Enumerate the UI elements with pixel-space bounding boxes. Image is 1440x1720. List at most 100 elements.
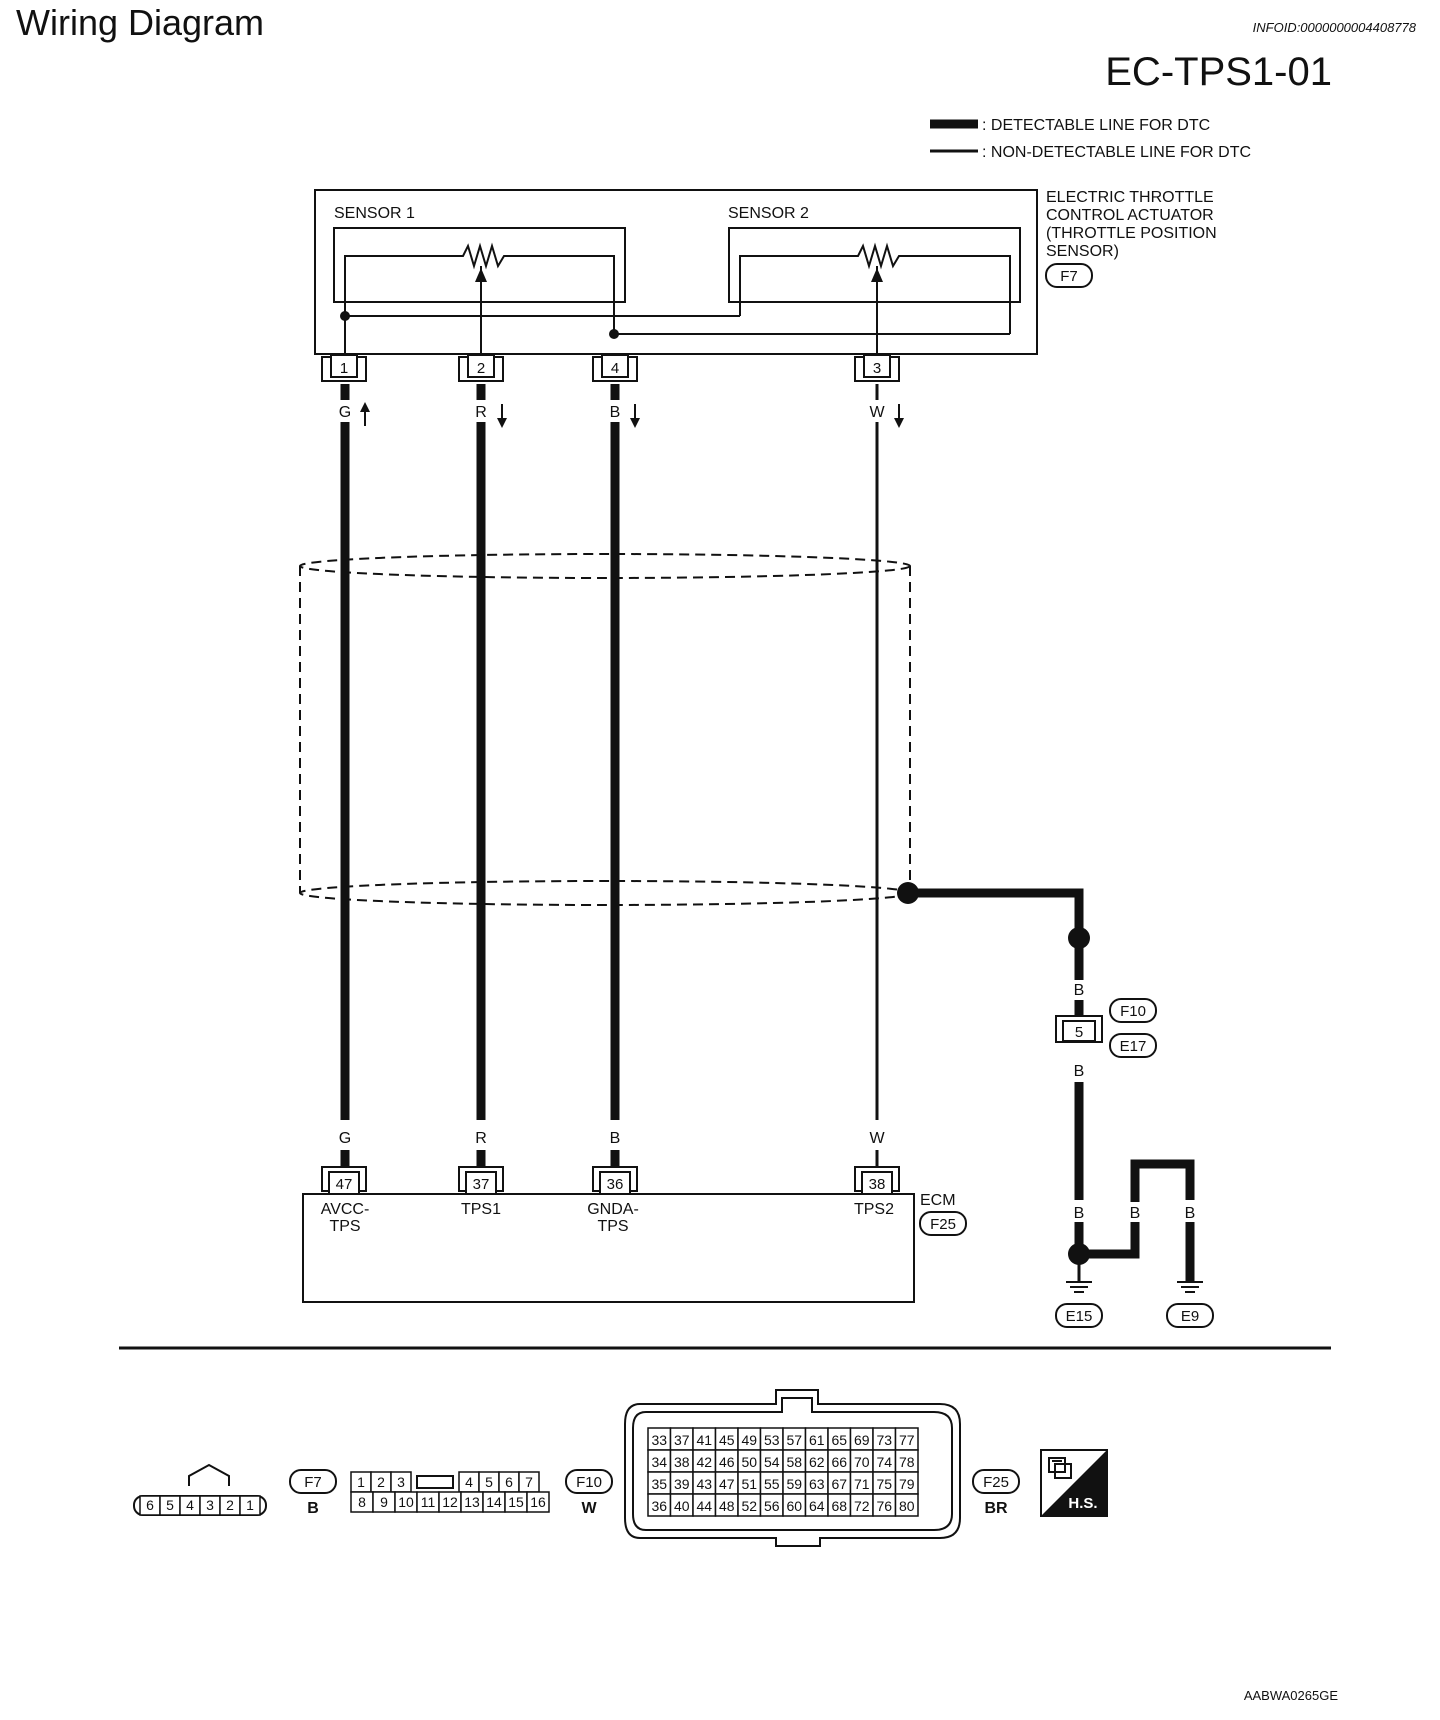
connector-tag-label: F10 bbox=[576, 1474, 602, 1491]
connector-color: BR bbox=[984, 1500, 1008, 1517]
wire-color-label: B bbox=[610, 1130, 621, 1147]
pin-number: 35 bbox=[651, 1476, 667, 1492]
ecm-pin-36: 36 bbox=[592, 1166, 638, 1195]
pin-number: 4 bbox=[465, 1474, 473, 1490]
pin-number: 73 bbox=[876, 1432, 892, 1448]
pin-number: 10 bbox=[398, 1494, 414, 1510]
pin-number: 37 bbox=[473, 1176, 490, 1193]
pin-number: 4 bbox=[611, 360, 619, 377]
pin-number: 3 bbox=[397, 1474, 405, 1490]
pin-number: 16 bbox=[530, 1494, 546, 1510]
pin-number: 61 bbox=[809, 1432, 825, 1448]
pin-number: 69 bbox=[854, 1432, 870, 1448]
pin-number: 36 bbox=[651, 1498, 667, 1514]
pin-number: 3 bbox=[206, 1497, 214, 1513]
pin-number: 43 bbox=[696, 1476, 712, 1492]
pin-number: 3 bbox=[873, 360, 881, 377]
pin-number: 42 bbox=[696, 1454, 712, 1470]
ecm-pin-function: TPS bbox=[597, 1218, 628, 1235]
ground-symbol-icon bbox=[1177, 1281, 1203, 1293]
pin-number: 46 bbox=[719, 1454, 735, 1470]
pin-number: 44 bbox=[696, 1498, 712, 1514]
ground-symbol-icon bbox=[1066, 1281, 1092, 1293]
pin-number: 51 bbox=[741, 1476, 757, 1492]
ground-tag-label: E9 bbox=[1181, 1308, 1199, 1325]
pin-number: 75 bbox=[876, 1476, 892, 1492]
pin-number: 72 bbox=[854, 1498, 870, 1514]
pin-number: 45 bbox=[719, 1432, 735, 1448]
pin-number: 78 bbox=[899, 1454, 915, 1470]
pin-number: 50 bbox=[741, 1454, 757, 1470]
wire-color-label: W bbox=[869, 404, 885, 421]
wire-color-label: B bbox=[610, 404, 621, 421]
connector-tag-label: F7 bbox=[304, 1474, 322, 1491]
top-pin-2: 2 bbox=[458, 354, 504, 382]
f25-housing bbox=[624, 1389, 961, 1547]
pin-number: 12 bbox=[442, 1494, 458, 1510]
legend-non-detectable-label: : NON-DETECTABLE LINE FOR DTC bbox=[982, 144, 1251, 161]
ecm-pin-37: 37 bbox=[458, 1166, 504, 1195]
ground-tag-e9 bbox=[1166, 1303, 1214, 1328]
pin-number: 54 bbox=[764, 1454, 780, 1470]
ecm-pin-38: 38 bbox=[854, 1166, 900, 1195]
connector-tag-f25 bbox=[972, 1469, 1020, 1494]
pin-number: 67 bbox=[831, 1476, 847, 1492]
pin-number: 1 bbox=[340, 360, 348, 377]
pin-number: 47 bbox=[336, 1176, 353, 1193]
wire-color-label: G bbox=[339, 1130, 351, 1147]
f10-pin-cell bbox=[526, 1491, 550, 1513]
pin-number: 74 bbox=[876, 1454, 892, 1470]
pin-number: 13 bbox=[464, 1494, 480, 1510]
shield-bottom-ellipse bbox=[299, 880, 911, 906]
ecm-label: ECM bbox=[920, 1192, 956, 1209]
pin-number: 14 bbox=[486, 1494, 502, 1510]
pin-number: 39 bbox=[674, 1476, 690, 1492]
connector-tag-f25 bbox=[919, 1211, 967, 1236]
junction-dot bbox=[609, 329, 619, 339]
ecm-pin-function: AVCC- bbox=[321, 1201, 370, 1218]
pin-number: 38 bbox=[869, 1176, 886, 1193]
harness-wires bbox=[340, 384, 879, 1120]
pin-number: 4 bbox=[186, 1497, 194, 1513]
pin-number: 77 bbox=[899, 1432, 915, 1448]
pin-number: 68 bbox=[831, 1498, 847, 1514]
connector-tag-label: F25 bbox=[930, 1216, 956, 1233]
joint-pin-number: 5 bbox=[1075, 1024, 1083, 1041]
pin-number: 58 bbox=[786, 1454, 802, 1470]
actuator-name-line: (THROTTLE POSITION bbox=[1046, 225, 1217, 242]
top-pin-1: 1 bbox=[321, 354, 367, 382]
pin-number: 55 bbox=[764, 1476, 780, 1492]
pin-number: 8 bbox=[358, 1494, 366, 1510]
actuator-name-line: SENSOR) bbox=[1046, 243, 1119, 260]
actuator-outline bbox=[314, 189, 1038, 355]
arrow-down-icon bbox=[630, 418, 640, 428]
connector-tag-label: F25 bbox=[983, 1474, 1009, 1491]
ecm-pin-function: TPS2 bbox=[854, 1201, 894, 1218]
pin-number: 65 bbox=[831, 1432, 847, 1448]
shield-ground-circuit: B 5 F10 E17 B B B B E15 bbox=[897, 882, 1214, 1328]
diagram-code: EC-TPS1-01 bbox=[1105, 50, 1332, 94]
pin-number: 34 bbox=[651, 1454, 667, 1470]
pin-number: 1 bbox=[246, 1497, 254, 1513]
shield-cable bbox=[299, 553, 911, 906]
ecm-pin-function: TPS bbox=[329, 1218, 360, 1235]
f25-inner-wall bbox=[632, 1397, 953, 1531]
ground-branch-wire bbox=[1079, 1159, 1195, 1259]
hs-label: H.S. bbox=[1068, 1495, 1097, 1512]
ground-wire-color: B bbox=[1074, 982, 1085, 999]
connector-tag-e17 bbox=[1109, 1033, 1157, 1058]
sensor2-label: SENSOR 2 bbox=[728, 205, 809, 222]
pin-number: 6 bbox=[505, 1474, 513, 1490]
pin-number: 53 bbox=[764, 1432, 780, 1448]
arrow-down-icon bbox=[497, 418, 507, 428]
bottom-wire-labels: G R B W bbox=[335, 1124, 888, 1166]
pin-number: 48 bbox=[719, 1498, 735, 1514]
pin-number: 70 bbox=[854, 1454, 870, 1470]
pin-number: 2 bbox=[377, 1474, 385, 1490]
pin-number: 38 bbox=[674, 1454, 690, 1470]
pin-number: 76 bbox=[876, 1498, 892, 1514]
